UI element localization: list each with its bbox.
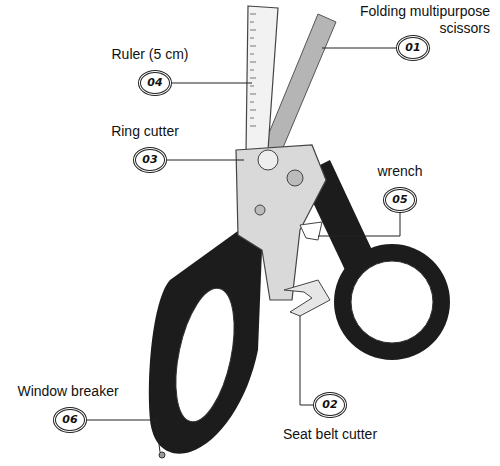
part-name: Folding multipurpose scissors bbox=[318, 3, 490, 37]
callout: Folding multipurpose scissors01 bbox=[396, 35, 430, 61]
callout: Seat belt cutter02 bbox=[313, 392, 347, 418]
callout-number: 02 bbox=[313, 392, 347, 418]
left-handle-hole bbox=[165, 283, 244, 427]
callout: Ring cutter03 bbox=[133, 147, 167, 173]
lock-wheel bbox=[287, 170, 303, 186]
part-name: Ring cutter bbox=[90, 123, 200, 140]
callout: wrench05 bbox=[383, 187, 417, 213]
callout: Window breaker06 bbox=[53, 407, 87, 433]
right-handle bbox=[334, 244, 450, 360]
seat-belt-cutter bbox=[284, 280, 330, 316]
wrench-notch bbox=[300, 222, 322, 240]
callout-number: 04 bbox=[138, 70, 172, 96]
ruler-ticks bbox=[250, 14, 256, 126]
callout-number: 01 bbox=[396, 35, 430, 61]
metal-body bbox=[236, 145, 326, 300]
leader-lines bbox=[87, 48, 400, 452]
callout-number: 06 bbox=[53, 407, 87, 433]
part-name: Seat belt cutter bbox=[260, 426, 400, 443]
pivot bbox=[258, 150, 278, 170]
callout: Ruler (5 cm)04 bbox=[138, 70, 172, 96]
left-handle bbox=[149, 228, 262, 454]
callout-number: 03 bbox=[133, 147, 167, 173]
callout-number: 05 bbox=[383, 187, 417, 213]
screw bbox=[255, 205, 265, 215]
part-name: wrench bbox=[350, 163, 450, 180]
part-name: Ruler (5 cm) bbox=[95, 46, 205, 63]
right-handle-hole bbox=[351, 261, 433, 343]
window-breaker-tip bbox=[159, 452, 165, 458]
part-name: Window breaker bbox=[3, 383, 133, 400]
ruler-blade bbox=[246, 6, 278, 152]
